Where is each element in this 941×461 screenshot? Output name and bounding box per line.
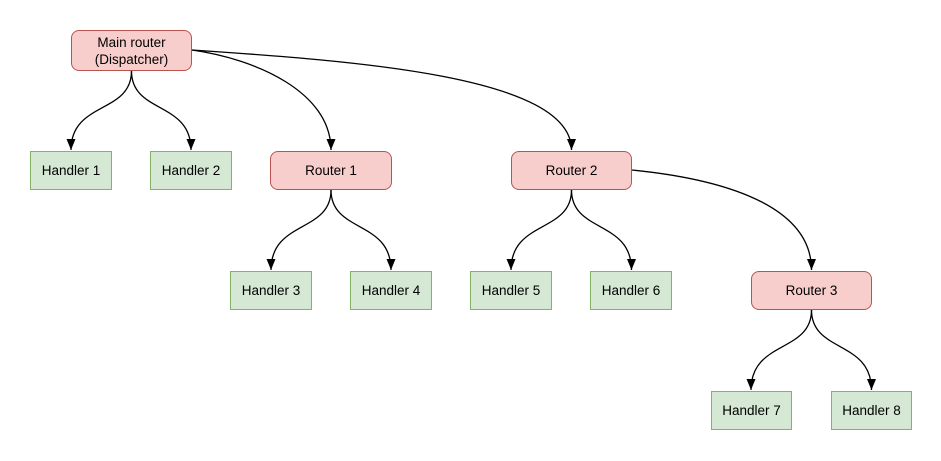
edge-main-to-handler-2 — [130, 70, 196, 151]
edge-router1-to-handler-4 — [330, 189, 396, 271]
edge-router2-to-handler-5 — [506, 189, 573, 271]
node-handler-7: Handler 7 — [711, 391, 792, 430]
node-handler-4: Handler 4 — [350, 271, 432, 310]
node-handler-8: Handler 8 — [831, 391, 912, 430]
node-router-2-label: Router 2 — [545, 163, 598, 178]
edge-main-to-router-2 — [191, 49, 576, 151]
edge-router2-to-handler-6 — [570, 189, 636, 271]
node-handler-1: Handler 1 — [30, 151, 112, 190]
node-handler-3: Handler 3 — [230, 271, 312, 310]
edge-main-to-handler-1 — [66, 70, 133, 151]
node-handler-3-label: Handler 3 — [241, 283, 301, 298]
node-handler-5: Handler 5 — [470, 271, 552, 310]
node-handler-8-label: Handler 8 — [842, 403, 901, 418]
node-router-1: Router 1 — [270, 151, 392, 190]
edge-router3-to-handler-8 — [810, 309, 876, 391]
node-main-router-line2: (Dispatcher) — [94, 51, 169, 67]
node-handler-2-label: Handler 2 — [161, 163, 221, 178]
node-router-3-label: Router 3 — [785, 283, 838, 298]
node-handler-6-label: Handler 6 — [601, 283, 661, 298]
edge-router3-to-handler-7 — [746, 309, 813, 391]
edge-main-to-router-1 — [191, 49, 336, 151]
node-handler-7-label: Handler 7 — [722, 403, 781, 418]
node-router-2: Router 2 — [511, 151, 632, 190]
edge-router2-to-router-3 — [631, 169, 816, 271]
node-router-3: Router 3 — [751, 271, 872, 310]
node-main-router-line1: Main router — [97, 34, 166, 50]
node-handler-4-label: Handler 4 — [361, 283, 421, 298]
node-handler-1-label: Handler 1 — [41, 163, 101, 178]
node-handler-6: Handler 6 — [590, 271, 672, 310]
node-router-1-label: Router 1 — [305, 163, 357, 178]
edge-router1-to-handler-3 — [266, 189, 332, 271]
node-handler-5-label: Handler 5 — [481, 283, 541, 298]
node-main-router-label: Main router (Dispatcher) — [95, 34, 169, 68]
node-handler-2: Handler 2 — [150, 151, 232, 190]
node-main-router: Main router (Dispatcher) — [71, 30, 192, 71]
